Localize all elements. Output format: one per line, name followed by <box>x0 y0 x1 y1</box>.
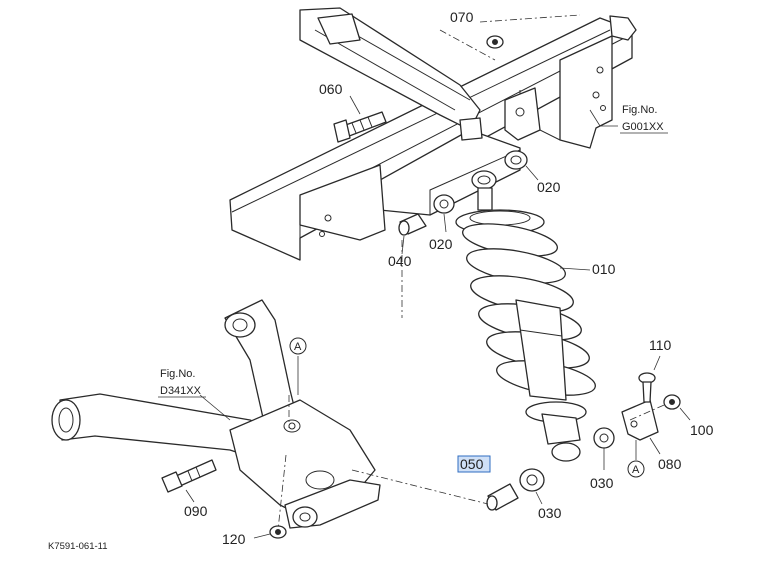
callout-120[interactable]: 120 <box>222 531 246 547</box>
callout-020-upper[interactable]: 020 <box>537 179 561 195</box>
callout-060[interactable]: 060 <box>319 81 343 97</box>
callout-050-highlight <box>457 455 491 473</box>
collar-040 <box>398 213 427 255</box>
nut-070 <box>479 14 581 49</box>
bushing-030-left <box>519 468 545 505</box>
fig-ref-g001-line1: Fig.No. <box>622 104 657 116</box>
callout-080[interactable]: 080 <box>658 456 682 472</box>
fig-ref-g001-line2[interactable]: G001XX <box>622 121 664 133</box>
marker-a1-label: A <box>294 341 302 353</box>
fig-d341-leader <box>199 394 231 421</box>
fig-g001-leader <box>589 109 618 127</box>
bolt-060 <box>333 95 387 143</box>
frame-assembly <box>229 7 637 318</box>
callout-030-right[interactable]: 030 <box>590 475 614 491</box>
nut-120 <box>253 525 287 539</box>
marker-a2-circle <box>627 460 645 478</box>
bolt-090 <box>161 459 217 503</box>
marker-a1-circle <box>289 337 307 355</box>
lower-arm-assembly <box>51 299 489 531</box>
collar-050 <box>486 483 519 511</box>
callout-050[interactable]: 050 <box>460 456 484 472</box>
callout-010[interactable]: 010 <box>592 261 616 277</box>
callout-090[interactable]: 090 <box>184 503 208 519</box>
coil-spring-010 <box>455 170 596 462</box>
bolt-110 <box>638 355 661 403</box>
drawing-code: K7591-061-11 <box>48 541 108 552</box>
fig-ref-d341-line2[interactable]: D341XX <box>160 385 202 397</box>
callout-110[interactable]: 110 <box>649 337 672 353</box>
marker-a2-label: A <box>632 464 640 476</box>
callout-100[interactable]: 100 <box>690 422 714 438</box>
fig-ref-d341-line1: Fig.No. <box>160 368 195 380</box>
bushing-020-upper <box>504 150 539 181</box>
callout-070[interactable]: 070 <box>450 9 474 25</box>
callout-020-lower[interactable]: 020 <box>429 236 453 252</box>
callout-030-left[interactable]: 030 <box>538 505 562 521</box>
bushing-030-right <box>593 427 615 470</box>
bushing-020-lower <box>433 194 455 233</box>
callout-040[interactable]: 040 <box>388 253 412 269</box>
nut-100 <box>663 394 691 421</box>
